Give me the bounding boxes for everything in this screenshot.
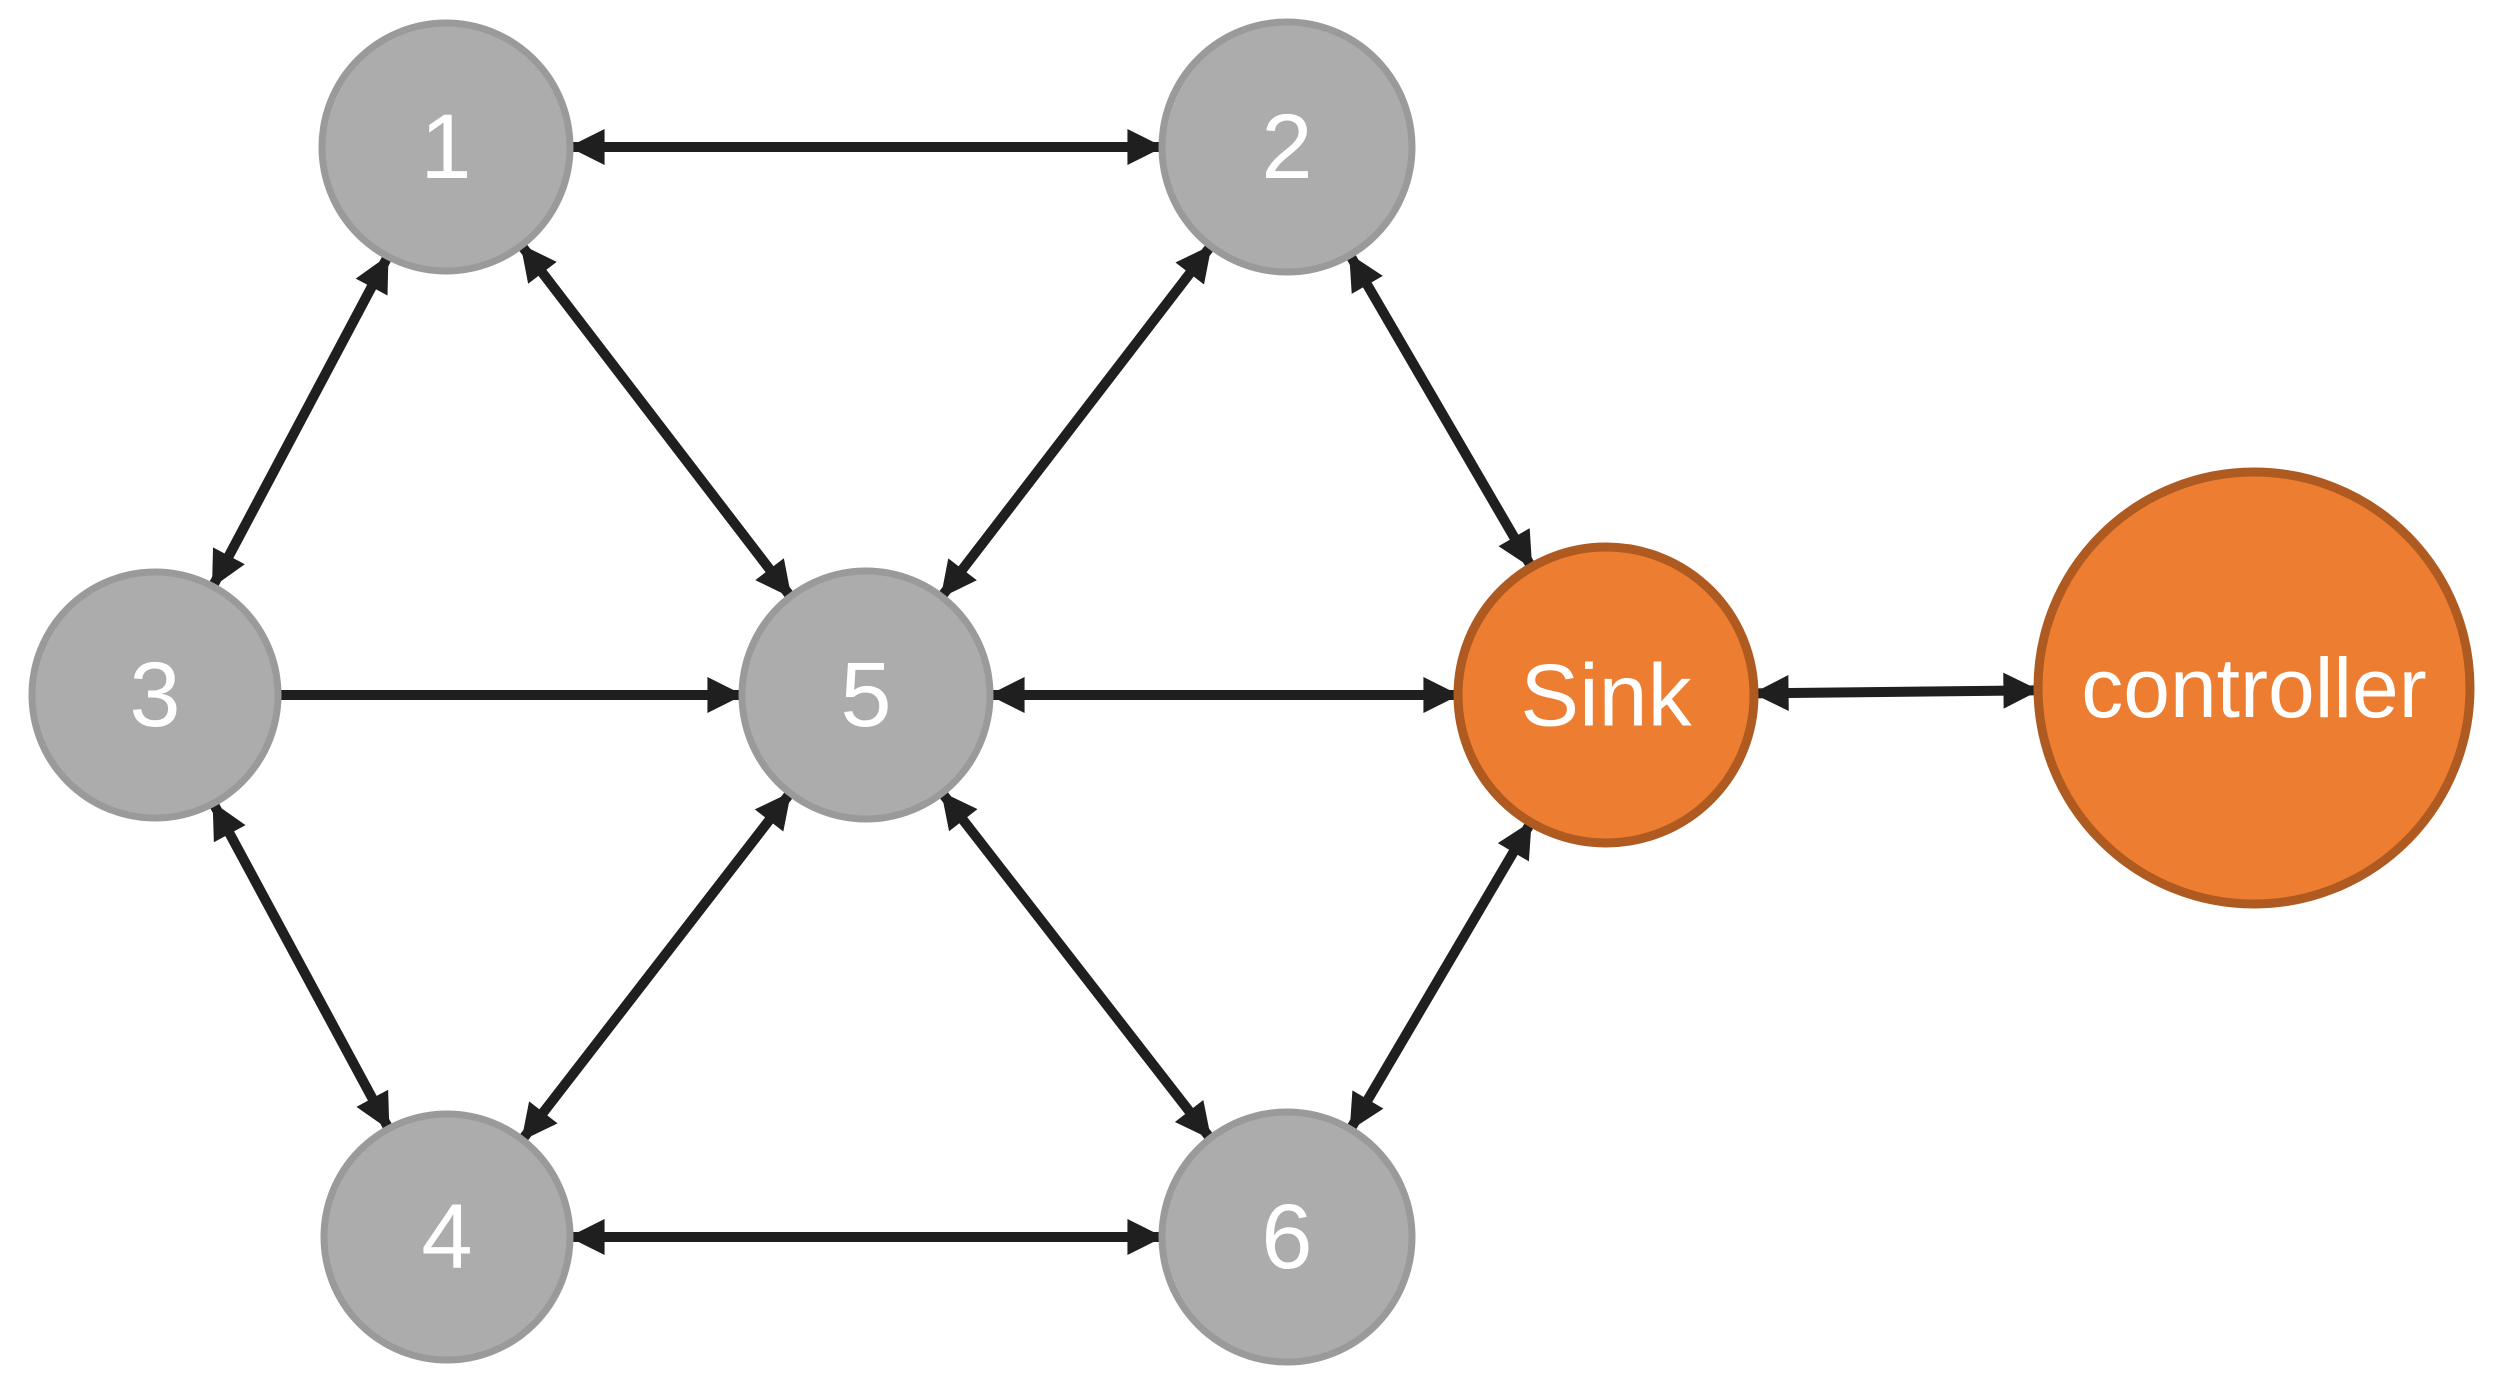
node-1-circle xyxy=(318,19,574,275)
node-1: 1 xyxy=(318,19,574,275)
node-5-label: 5 xyxy=(840,644,891,746)
node-controller-circle xyxy=(2033,467,2475,909)
node-6-label: 6 xyxy=(1261,1186,1312,1288)
node-controller: controller xyxy=(2033,467,2475,909)
node-sink-circle xyxy=(1453,542,1759,848)
edge-5-6 xyxy=(938,789,1215,1142)
node-4-label: 4 xyxy=(421,1186,472,1288)
edge-2-5 xyxy=(937,243,1215,600)
node-3-circle xyxy=(28,568,282,822)
edge-4-5 xyxy=(518,790,795,1143)
nodes-layer: 1 2 3 4 5 6 Sink controller xyxy=(28,18,2475,1366)
edge-6-sink xyxy=(1346,819,1536,1132)
node-5: 5 xyxy=(738,567,994,823)
edges-layer xyxy=(208,129,2040,1255)
node-5-circle xyxy=(738,567,994,823)
node-6: 6 xyxy=(1158,1108,1416,1366)
edge-sink-controller xyxy=(1752,672,2040,712)
node-4: 4 xyxy=(320,1110,574,1364)
node-sink: Sink xyxy=(1453,542,1759,848)
edge-1-3 xyxy=(208,254,393,589)
node-1-label: 1 xyxy=(420,96,471,198)
node-6-circle xyxy=(1158,1108,1416,1366)
node-controller-label: controller xyxy=(2081,641,2426,735)
edge-2-sink xyxy=(1345,252,1536,570)
edge-3-4 xyxy=(208,800,394,1132)
node-2: 2 xyxy=(1158,18,1416,276)
node-3: 3 xyxy=(28,568,282,822)
node-2-circle xyxy=(1158,18,1416,276)
edge-1-5 xyxy=(517,242,795,600)
node-3-label: 3 xyxy=(129,644,180,746)
node-2-label: 2 xyxy=(1261,96,1312,198)
node-4-circle xyxy=(320,1110,574,1364)
node-sink-label: Sink xyxy=(1520,646,1692,745)
